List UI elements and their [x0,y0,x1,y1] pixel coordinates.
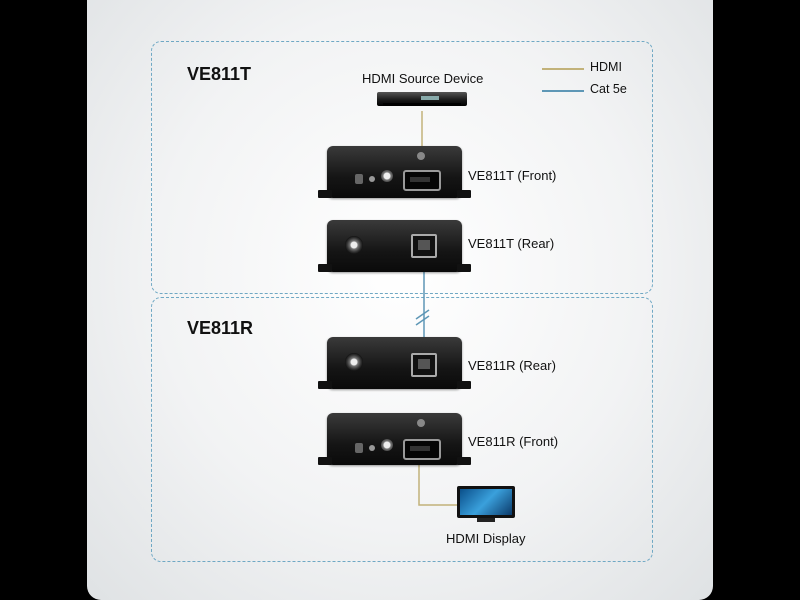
hdmi-port [403,170,441,191]
hdmi-display-icon [457,486,515,522]
power-jack [345,236,363,254]
cable-break-mark-2 [415,315,430,326]
legend-hdmi-line [542,68,584,70]
rj45-port [411,234,437,258]
rj45-port [411,353,437,377]
diagram-canvas: VE811T VE811R HDMI Cat 5e HDMI Source De… [87,0,713,600]
hdmi-cable-display [418,455,457,506]
power-jack [345,353,363,371]
hdmi-port [403,439,441,460]
ve811t-front-label: VE811T (Front) [468,168,557,183]
source-device-label: HDMI Source Device [362,71,484,86]
receiver-zone [151,297,653,562]
legend-hdmi-label: HDMI [590,60,622,74]
legend-cat5e-label: Cat 5e [590,82,627,96]
transmitter-zone-title: VE811T [187,64,252,84]
source-device-icon [377,92,467,106]
ve811t-rear-label: VE811T (Rear) [468,236,555,251]
hdmi-display-label: HDMI Display [446,531,526,546]
receiver-zone-title: VE811R [187,318,254,338]
cable-layer [415,111,457,506]
ve811r-rear-label: VE811R (Rear) [468,358,556,373]
legend-cat5e-line [542,90,584,92]
transmitter-zone [151,41,653,294]
ve811r-front-label: VE811R (Front) [468,434,559,449]
cable-break-mark-1 [415,309,430,320]
